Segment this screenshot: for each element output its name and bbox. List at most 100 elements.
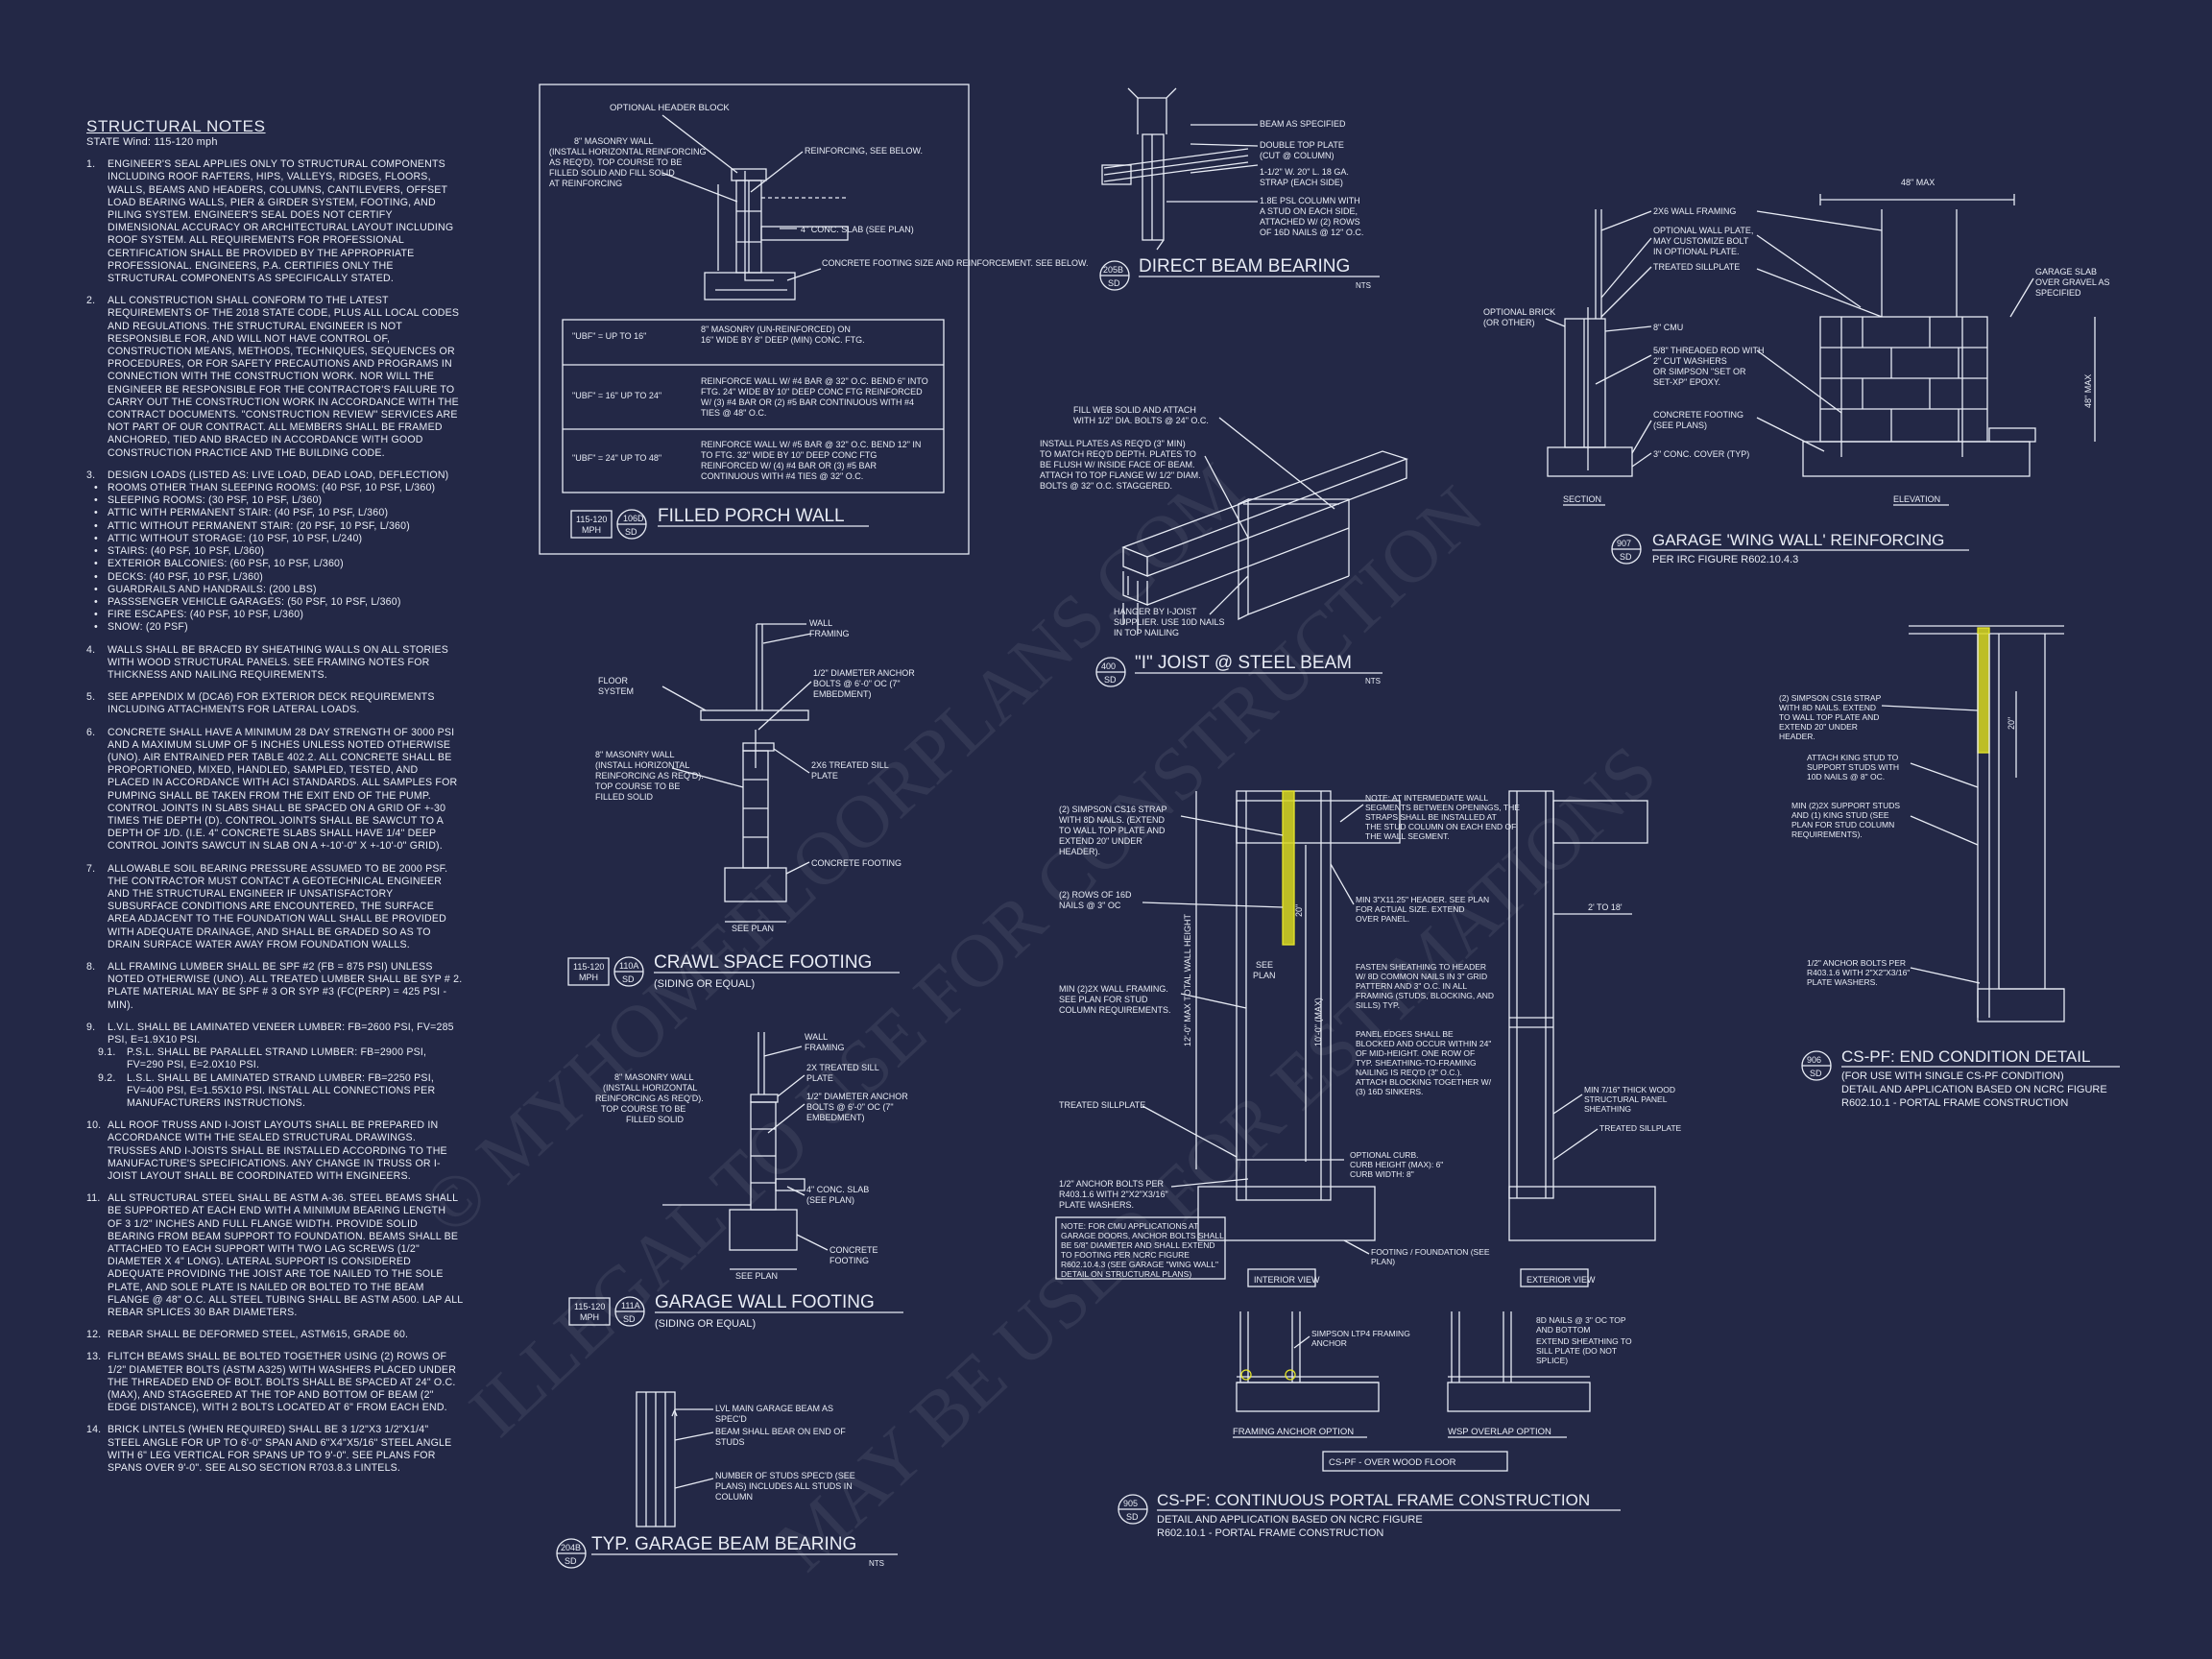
garage-footing (729, 1209, 798, 1251)
wing-sheet: SD (1620, 552, 1632, 562)
crawl-label-6: SEE PLAN (732, 924, 774, 933)
dbeam-beam (1127, 87, 1177, 134)
note-number: 1. (86, 158, 96, 171)
notes-list: 1.ENGINEER'S SEAL APPLIES ONLY TO STRUCT… (86, 158, 463, 1475)
portal-title: CS-PF: CONTINUOUS PORTAL FRAME CONSTRUCT… (1157, 1491, 1590, 1509)
porch-sheet: SD (625, 527, 637, 537)
structural-note: 5. SEE APPENDIX M (DCA6) FOR EXTERIOR DEC… (86, 691, 463, 716)
note-number: 11. (86, 1192, 101, 1205)
note-number: 7. (86, 862, 96, 875)
note-number: 5. (86, 691, 96, 704)
note-number: 3. (86, 469, 96, 481)
load-bullet: ATTIC WITHOUT PERMANENT STAIR: (20 PSF, … (94, 520, 463, 533)
load-bullet: SLEEPING ROOMS: (30 PSF, 10 PSF, L/360) (94, 494, 463, 507)
joist-web (1238, 497, 1249, 621)
note-number: 6. (86, 726, 96, 738)
detail-filled-porch-wall: OPTIONAL HEADER BLOCK 8" MASONRY WALL (I… (539, 84, 1089, 555)
porch-title: FILLED PORCH WALL (658, 506, 845, 526)
note-text: ALL CONSTRUCTION SHALL CONFORM TO THE LA… (108, 295, 460, 459)
wing-label-3: OPTIONAL BRICK(OR OTHER) (1483, 307, 1555, 327)
structural-note: 2.ALL CONSTRUCTION SHALL CONFORM TO THE … (86, 295, 463, 460)
dbeam-label-0: BEAM AS SPECIFIED (1260, 119, 1346, 129)
dbeam-plate-end (1101, 164, 1132, 185)
end-strap (1977, 627, 1990, 754)
note-subitem-text: P.S.L. SHALL BE PARALLEL STRAND LUMBER: … (127, 1046, 427, 1071)
detail-garage-wing-wall: SECTION 48" MAX 48" MAX ELEVATION 2x6 WA… (1483, 178, 2110, 565)
garage-ref: 111A (621, 1301, 640, 1310)
wing-elevation-gravel (1988, 427, 2036, 443)
joist-nts: NTS (1365, 677, 1381, 685)
crawl-footing (724, 867, 787, 902)
porch-table-key-0: "UBF" = UP TO 16" (572, 331, 646, 341)
wsp-overlap-floor (1447, 1382, 1591, 1412)
wing-label-7: 3" CONC. COVER (TYP) (1653, 449, 1749, 459)
garage-label-4: 4" CONC. SLAB(SEE PLAN) (806, 1185, 869, 1205)
garage-wall-sub: (SIDING OR EQUAL) (655, 1318, 756, 1330)
end-sub1: (FOR USE WITH SINGLE CS-PF CONDITION) (1841, 1070, 2064, 1082)
portal-sub1: DETAIL AND APPLICATION BASED ON NCRC FIG… (1157, 1514, 1423, 1526)
wing-label-0: 2x6 WALL FRAMING (1653, 206, 1736, 216)
note-text: WALLS SHALL BE BRACED BY SHEATHING WALLS… (108, 643, 449, 681)
portal-interior-header (1236, 800, 1401, 844)
porch-ref: 106D (623, 514, 644, 523)
note-subitem-number: 9.1. (98, 1046, 116, 1059)
porch-wind-tag-mph: MPH (582, 525, 601, 535)
wing-label-12: ELEVATION (1893, 494, 1940, 504)
porch-wind-tag (570, 510, 613, 539)
porch-label-2: REINFORCING, SEE BELOW. (805, 146, 923, 156)
porch-table-key-1: "UBF" = 16" UP TO 24" (572, 391, 661, 400)
note-subitem: 9.2.L.S.L. SHALL BE LAMINATED STRAND LUM… (98, 1071, 463, 1111)
note-text: REBAR SHALL BE DEFORMED STEEL, ASTM615, … (108, 1329, 409, 1341)
note-text: SEE APPENDIX M (DCA6) FOR EXTERIOR DECK … (108, 691, 435, 716)
wing-label-10: 48" MAX (2083, 374, 2093, 408)
portal-label-2: MIN (2)2X WALL FRAMING.SEE PLAN FOR STUD… (1059, 984, 1171, 1015)
portal-exterior-header (1552, 800, 1648, 844)
dbeam-title: DIRECT BEAM BEARING (1139, 256, 1350, 276)
portal-label-18: 2' TO 18' (1588, 902, 1623, 912)
exterior-view-box (1520, 1268, 1589, 1287)
crawl-wind-tag-mph: MPH (579, 973, 598, 982)
load-bullet: ATTIC WITHOUT STORAGE: (10 PSF, 10 PSF, … (94, 533, 463, 545)
note-subitem-text: L.S.L. SHALL BE LAMINATED STRAND LUMBER:… (127, 1071, 436, 1110)
structural-notes: STRUCTURAL NOTES STATE Wind: 115-120 mph… (86, 117, 463, 1484)
porch-label-3: 4" CONC. SLAB (SEE PLAN) (801, 225, 914, 234)
note-number: 4. (86, 643, 96, 656)
porch-label-0: OPTIONAL HEADER BLOCK (610, 103, 730, 113)
portal-exterior-sheathing (1508, 790, 1554, 1199)
notes-title: STRUCTURAL NOTES (86, 117, 266, 135)
wing-elevation-footing (1802, 441, 2031, 477)
wing-label-4: 8" CMU (1653, 323, 1683, 332)
note-number: 9. (86, 1021, 96, 1033)
note-text: DESIGN LOADS (LISTED AS: LIVE LOAD, DEAD… (108, 469, 449, 481)
load-bullet: DECKS: (40 PSF, 10 PSF, L/360) (94, 571, 463, 584)
portal-cmu-note-box (1055, 1216, 1226, 1280)
crawl-ref: 110A (619, 961, 638, 971)
end-sheet: SD (1810, 1069, 1822, 1078)
porch-slab (760, 226, 849, 241)
gbeam-sheet: SD (565, 1556, 577, 1566)
portal-interior-footing (1197, 1186, 1376, 1241)
garage-wind-tag-mph: MPH (580, 1312, 599, 1322)
dbeam-psl-column (1142, 133, 1165, 241)
end-sub2: DETAIL AND APPLICATION BASED ON NCRC FIG… (1841, 1084, 2107, 1095)
